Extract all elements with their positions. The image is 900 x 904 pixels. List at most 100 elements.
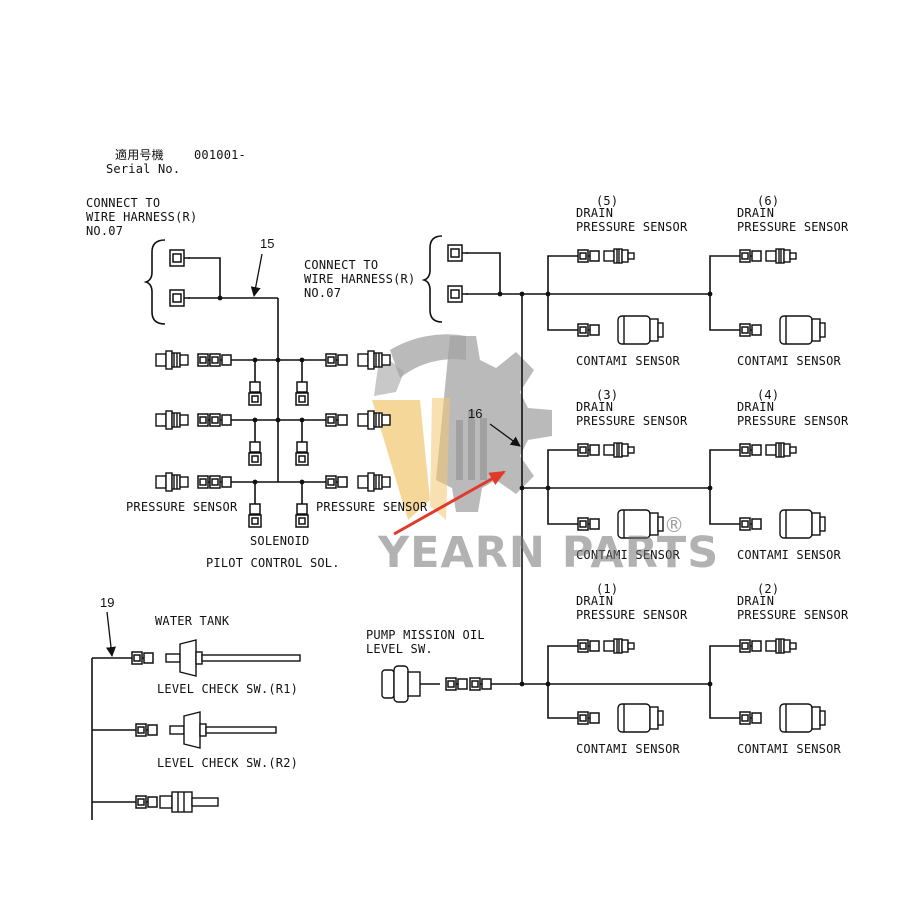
connector-icon (577, 323, 600, 337)
contami-sensor-icon (779, 315, 826, 345)
connector-icon (447, 285, 468, 303)
connector-icon (739, 517, 762, 531)
connector-icon (325, 413, 348, 427)
connector-icon (577, 639, 600, 653)
connector-icon (135, 795, 158, 809)
connector-icon (209, 413, 232, 427)
drain-pressure-sensor-icon (603, 442, 635, 458)
pressure-sensor-icon (155, 350, 189, 370)
connector-icon (739, 639, 762, 653)
left-connect-line1: CONNECT TO (86, 196, 161, 210)
contami-sensor-icon (617, 703, 664, 733)
watermark-registered-icon: ® (664, 513, 684, 537)
serial-label-jp: 適用号機 (115, 148, 164, 162)
connector-icon (445, 677, 468, 691)
pressure-sensor-icon (357, 410, 391, 430)
level-check-r2-label: LEVEL CHECK SW.(R2) (157, 756, 299, 770)
drain-pressure-sensor-label: PRESSURE SENSOR (737, 608, 849, 622)
connector-icon (295, 381, 309, 406)
connector-icon (739, 443, 762, 457)
pressure-sensor-icon (155, 410, 189, 430)
serial-code: 001001- (194, 148, 246, 162)
drain-pressure-sensor-label: PRESSURE SENSOR (737, 414, 849, 428)
water-tank-label: WATER TANK (155, 614, 230, 628)
connector-icon (295, 441, 309, 466)
drain-label: DRAIN (737, 594, 775, 608)
contami-sensor-icon (779, 703, 826, 733)
drain-label: DRAIN (576, 206, 614, 220)
connector-icon (209, 475, 232, 489)
connector-icon (248, 441, 262, 466)
pump-mission-line1: PUMP MISSION OIL (366, 628, 485, 642)
group-number: (5) (596, 194, 619, 208)
connector-icon (447, 244, 468, 262)
mid-connect-line1: CONNECT TO (304, 258, 379, 272)
mid-connect-line3: NO.07 (304, 286, 342, 300)
pressure-sensor-icon (155, 472, 189, 492)
group-number: (2) (757, 582, 780, 596)
group-number: (4) (757, 388, 780, 402)
drain-pressure-sensor-icon (765, 442, 797, 458)
connector-icon (577, 443, 600, 457)
connector-icon (325, 353, 348, 367)
contami-sensor-label: CONTAMI SENSOR (576, 354, 680, 368)
contami-sensor-label: CONTAMI SENSOR (737, 354, 841, 368)
group-number: (1) (596, 582, 619, 596)
contami-sensor-label: CONTAMI SENSOR (737, 548, 841, 562)
pressure-sensor-icon (357, 350, 391, 370)
connector-icon (169, 289, 190, 307)
connector-icon (131, 651, 154, 665)
watermark-gear-icon (372, 334, 552, 520)
pump-mission-level-switch-icon (381, 665, 440, 703)
watermark-text: YEARN PARTS (378, 528, 720, 578)
callout-19: 19 (100, 595, 115, 610)
connector-icon (739, 711, 762, 725)
left-connect-line3: NO.07 (86, 224, 124, 238)
drain-pressure-sensor-icon (765, 248, 797, 264)
left-connect-line2: WIRE HARNESS(R) (86, 210, 198, 224)
connector-icon (577, 711, 600, 725)
connector-icon (577, 249, 600, 263)
connector-icon (739, 249, 762, 263)
contami-sensor-label: CONTAMI SENSOR (576, 548, 680, 562)
contami-sensor-icon (779, 509, 826, 539)
watermark-arrow-icon (393, 470, 506, 536)
connector-icon (469, 677, 492, 691)
contami-sensor-icon (617, 509, 664, 539)
connector-icon (295, 503, 309, 528)
pressure-sensor-left-label: PRESSURE SENSOR (126, 500, 238, 514)
drain-label: DRAIN (737, 206, 775, 220)
drain-pressure-sensor-icon (603, 248, 635, 264)
mid-connect-line2: WIRE HARNESS(R) (304, 272, 416, 286)
callout-16-leader (489, 423, 521, 447)
connector-icon (135, 723, 158, 737)
callout-19-leader (106, 611, 116, 657)
pump-mission-line2: LEVEL SW. (366, 642, 433, 656)
drain-label: DRAIN (576, 400, 614, 414)
solenoid-label: SOLENOID (250, 534, 310, 548)
drain-pressure-sensor-label: PRESSURE SENSOR (737, 220, 849, 234)
junction-dots (217, 291, 713, 687)
connector-icon (248, 503, 262, 528)
pilot-control-label: PILOT CONTROL SOL. (206, 556, 340, 570)
drain-pressure-sensor-label: PRESSURE SENSOR (576, 414, 688, 428)
connector-icons (131, 244, 762, 809)
callout-16: 16 (468, 406, 483, 421)
level-check-switch-icon (169, 711, 277, 749)
pressure-sensor-right-label: PRESSURE SENSOR (316, 500, 428, 514)
connector-icon (169, 249, 190, 267)
serial-label-en: Serial No. (106, 162, 181, 176)
connector-icon (577, 517, 600, 531)
contami-sensor-label: CONTAMI SENSOR (576, 742, 680, 756)
group-number: (3) (596, 388, 619, 402)
pressure-sensor-icon (357, 472, 391, 492)
level-check-switch-icon (159, 791, 219, 813)
callout-15: 15 (260, 236, 275, 251)
connector-icon (248, 381, 262, 406)
level-check-r1-label: LEVEL CHECK SW.(R1) (157, 682, 299, 696)
contami-sensor-label: CONTAMI SENSOR (737, 742, 841, 756)
group-number: (6) (757, 194, 780, 208)
contami-sensor-icon (617, 315, 664, 345)
